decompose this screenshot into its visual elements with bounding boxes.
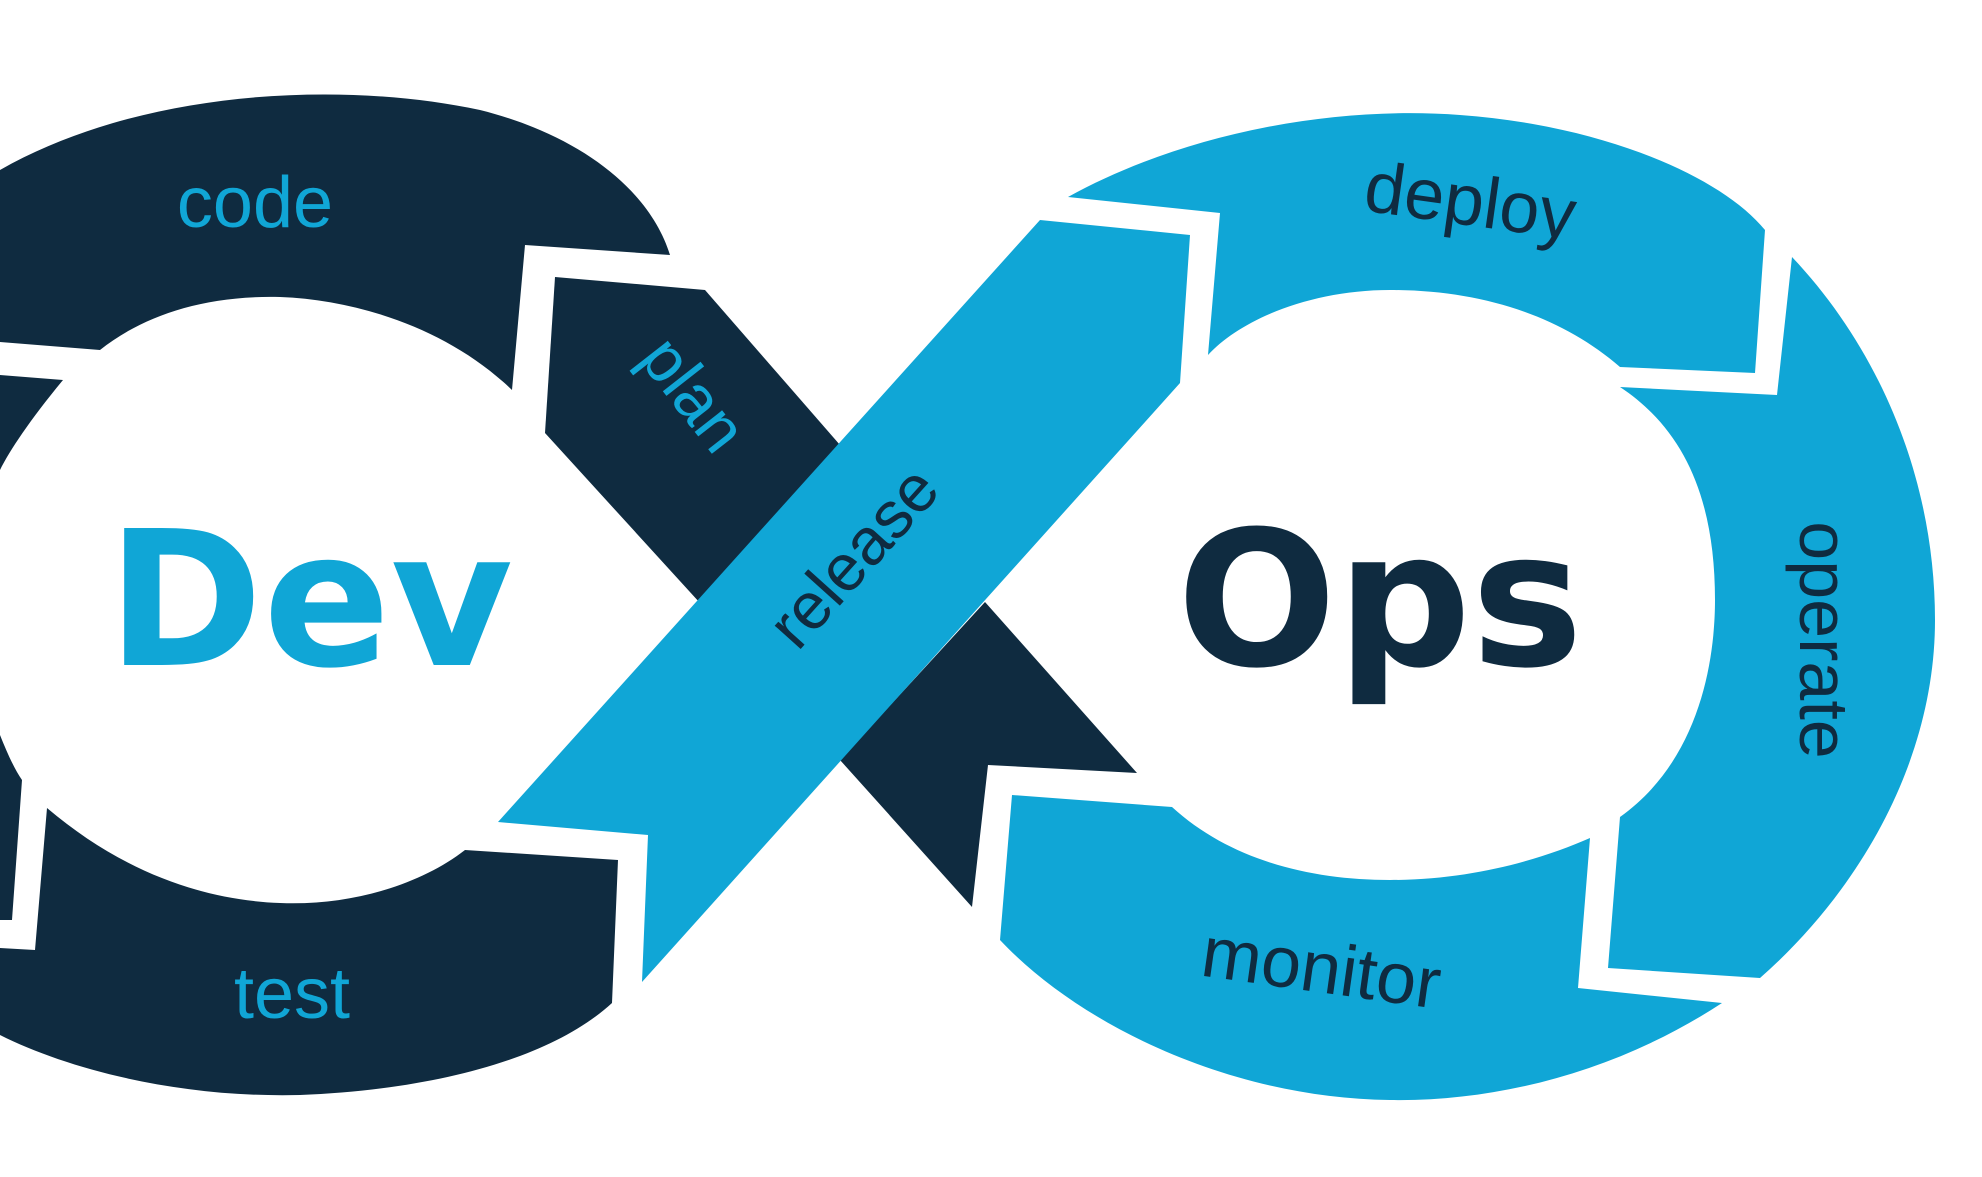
segment-code <box>0 94 670 390</box>
segment-operate <box>1608 257 1935 978</box>
label-code: code <box>177 163 333 243</box>
label-operate: operate <box>1785 521 1863 758</box>
label-ops-title: Ops <box>1177 491 1583 710</box>
segment-plan <box>545 277 840 603</box>
segment-left-edge-bottom <box>0 735 22 920</box>
ops-loop <box>498 113 1935 1101</box>
segment-deploy <box>1068 113 1765 373</box>
label-dev-title: Dev <box>107 491 513 710</box>
segment-monitor <box>1000 795 1722 1101</box>
segment-left-edge <box>0 375 63 470</box>
segment-dark-arm-lower <box>840 602 1137 907</box>
labels: code plan test Dev release deploy operat… <box>107 147 1863 1034</box>
segment-release <box>498 220 1190 982</box>
label-test: test <box>234 954 350 1034</box>
dev-loop <box>0 94 1137 1096</box>
segment-test <box>0 808 618 1096</box>
